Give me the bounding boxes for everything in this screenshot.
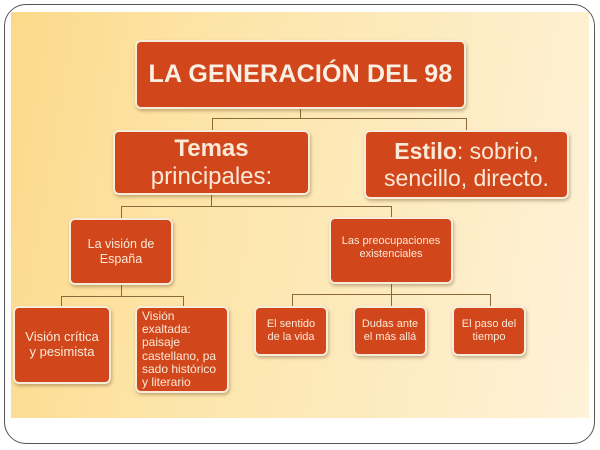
vision-exaltada-line: paisaje: [142, 335, 181, 350]
connector: [211, 194, 212, 206]
connector: [121, 206, 392, 207]
vision-critica-text-2: y pesimista: [29, 344, 95, 359]
vision-exaltada-line: castellano, pa: [142, 348, 217, 363]
connector: [183, 296, 184, 306]
connector: [61, 296, 62, 306]
temas-label-2: principales:: [150, 162, 273, 190]
sentido-vida-text-2: de la vida: [267, 331, 315, 343]
vision-exaltada-line: y literario: [142, 374, 191, 389]
connector: [212, 118, 467, 119]
connector: [466, 118, 467, 130]
temas-label: Temas: [174, 134, 249, 162]
title-box: LA GENERACIÓN DEL 98: [135, 40, 466, 109]
connector: [391, 206, 392, 217]
vision-espana-box: La visión de España: [69, 218, 173, 285]
vision-exaltada-box: Visión exaltada: paisaje castellano, pa …: [135, 306, 229, 393]
connector: [121, 206, 122, 218]
title-text: LA GENERACIÓN DEL 98: [148, 60, 453, 89]
connector: [212, 118, 213, 130]
vision-critica-box: Visión crítica y pesimista: [13, 306, 111, 384]
paso-tiempo-box: El paso del tiempo: [452, 306, 526, 356]
estilo-box: Estilo: sobrio, sencillo, directo.: [364, 130, 569, 199]
vision-espana-text-2: España: [99, 251, 143, 266]
preocupaciones-text-2: existenciales: [359, 247, 423, 260]
paso-tiempo-text-2: tiempo: [472, 331, 506, 343]
vision-exaltada-line: Visión: [142, 309, 175, 323]
connector: [300, 108, 301, 118]
dudas-text-2: el más allá: [363, 331, 417, 343]
connector: [490, 294, 491, 306]
estilo-label: Estilo: [394, 138, 457, 165]
connector: [61, 296, 183, 297]
connector: [391, 294, 392, 306]
vision-exaltada-line: sado histórico: [142, 361, 217, 376]
paso-tiempo-text: El paso del: [461, 318, 517, 331]
temas-box: Temas principales:: [113, 130, 310, 195]
connector: [292, 294, 293, 306]
dudas-box: Dudas ante el más allá: [353, 306, 427, 356]
connector: [121, 284, 122, 296]
sentido-vida-text: El sentido: [266, 318, 316, 331]
preocupaciones-box: Las preocupaciones existenciales: [329, 217, 453, 284]
connector: [391, 283, 392, 294]
estilo-desc-2: sencillo, directo.: [384, 164, 549, 191]
estilo-desc: : sobrio,: [456, 138, 539, 165]
vision-critica-text: Visión crítica: [25, 329, 99, 345]
vision-espana-text: La visión de: [87, 237, 155, 252]
dudas-text: Dudas ante: [361, 318, 419, 331]
vision-exaltada-line: exaltada:: [142, 322, 191, 337]
sentido-vida-box: El sentido de la vida: [254, 306, 328, 356]
preocupaciones-text: Las preocupaciones: [341, 235, 441, 247]
